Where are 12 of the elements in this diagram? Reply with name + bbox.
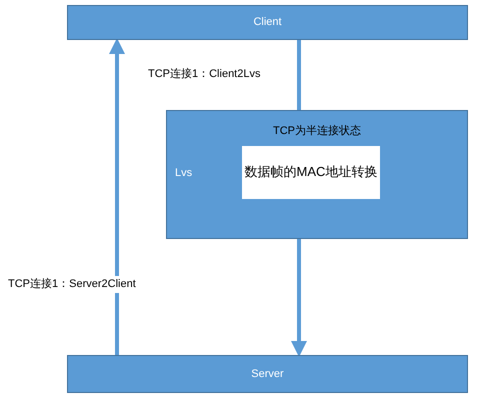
node-label: 数据帧的MAC地址转换	[244, 164, 378, 181]
process-box	[67, 5, 468, 40]
node-label: Lvs	[175, 166, 192, 181]
edge-label: TCP连接1：Server2Client	[8, 276, 136, 292]
arrow	[291, 239, 307, 357]
state-heading: TCP为半连接状态	[272, 124, 362, 139]
node-label: Server	[251, 366, 284, 382]
node-label: Client	[253, 15, 282, 30]
process-box	[242, 146, 380, 199]
arrow	[109, 38, 125, 355]
group-box	[166, 110, 468, 239]
process-box	[67, 355, 468, 393]
